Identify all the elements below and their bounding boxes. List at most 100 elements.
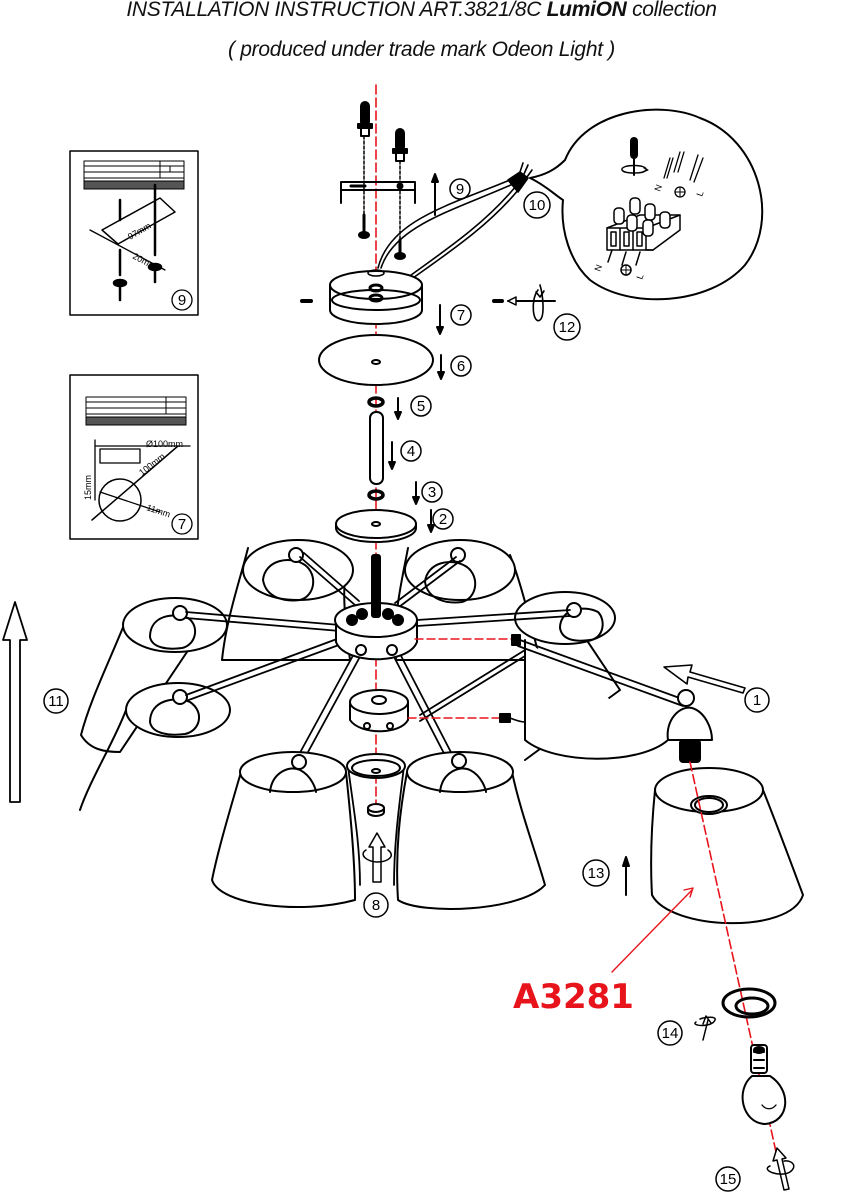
terminal-label-n: N [592,263,604,273]
screwdriver-icon [621,137,649,176]
rotate-arrow-up-icon [362,832,392,883]
lamp-shade-right-body [524,639,669,760]
step-number: 2 [439,511,447,528]
title-prefix: INSTALLATION INSTRUCTION ART.3821/8C [126,0,547,21]
lamp-shade [394,539,541,661]
insert-arrow-icon [663,664,746,694]
lower-hub [349,689,409,733]
lamp-shade [221,539,354,661]
mounting-bracket-group: 9 [340,101,471,260]
lamp-holder-socket [666,689,713,763]
step-number: 3 [428,484,436,501]
connection-tube [369,411,384,485]
step-1-badge: 1 [744,687,770,713]
lamp-shade [79,682,231,811]
step-number: 13 [588,865,605,882]
bulb-axis-line [689,761,781,1171]
step-8-badge: 8 [363,892,389,918]
chandelier-body: 8 [79,539,713,918]
step-number: 15 [720,1171,737,1188]
canopy [329,269,423,325]
washer-bottom [367,489,385,501]
detached-lamp-shade [650,767,804,925]
wire-label-n: N [652,183,664,193]
step-number: 6 [457,358,465,375]
step-10-badge: 10 [523,191,551,219]
step-7-badge: 7 [450,304,472,326]
wall-plug-icon [357,101,373,216]
wire-ends-icon [663,151,704,198]
washer-top [367,396,385,408]
rotate-arrow-up-icon [766,1147,795,1191]
step-number: 12 [559,319,576,336]
center-hub [334,554,418,661]
arrow-down-icon [427,509,435,533]
step-9-inset-badge: 9 [171,289,193,311]
step-number: 4 [407,443,415,460]
screw-icon [358,213,370,239]
wire-label-l: L [694,190,705,198]
article-leader-line [611,889,693,973]
rotate-screw-icon [694,1015,716,1041]
inset-canopy-mounting: Ø100mm 100mm 15mm 11mm 7 [69,374,199,540]
brand-name: LumiON [546,0,627,21]
step-6-badge: 6 [450,355,472,377]
rotate-icon [532,284,545,322]
screw-icon [394,238,406,260]
canopy-disc [318,334,434,386]
step-3-badge: 3 [421,481,443,503]
arrow-up-icon [622,856,630,896]
step-number: 11 [48,693,64,710]
step-number: 8 [372,897,380,914]
ceiling-section-icon [83,160,185,190]
shade-ring [721,987,777,1019]
arrow-down-icon [436,304,444,335]
step-number: 7 [457,307,465,324]
step-7-inset-badge: 7 [171,513,193,535]
raise-arrow-icon [2,601,28,803]
instruction-subtitle: ( produced under trade mark Odeon Light … [228,38,615,61]
title-suffix: collection [626,0,717,21]
ceiling-section-icon [85,396,187,426]
terminal-label-l: L [634,273,645,281]
step-number: 1 [753,692,761,709]
top-plate [335,509,417,543]
step-number: 10 [529,197,546,214]
step-9-badge: 9 [449,178,471,200]
inset-bracket-mounting: 97mm 20mm 9 [69,150,199,316]
step-12-badge: 12 [553,313,581,341]
arrow-down-icon [412,481,420,505]
step-number: 7 [178,516,186,533]
arrow-up-icon [431,173,439,216]
step-number: 14 [662,1025,679,1042]
lamp-shade [396,751,546,910]
dimension-offset: 15mm [83,475,93,500]
step-number: 9 [456,181,464,198]
step-number: 5 [417,398,425,415]
arrow-down-icon [437,354,445,380]
wall-plug-icon [392,128,408,246]
arrow-down-icon [394,397,402,420]
step-15-badge: 15 [715,1166,741,1192]
step-number: 9 [178,292,186,309]
dimension-diameter: Ø100mm [146,439,183,449]
step-5-badge: 5 [410,395,432,417]
arrow-down-icon [388,441,396,470]
light-bulb-icon [741,1044,787,1125]
step-14-badge: 14 [657,1020,683,1046]
instruction-title: INSTALLATION INSTRUCTION ART.3821/8C Lum… [0,0,843,22]
step-11-badge: 11 [43,688,69,714]
finial-cup [346,753,406,886]
canopy-screw-right-icon [492,296,556,306]
power-wires [377,162,533,295]
step-13-badge: 13 [582,859,610,887]
wiring-detail-bubble: N L N L [529,108,764,301]
step-4-badge: 4 [400,440,422,462]
article-number-label: A3281 [513,977,634,1017]
step-2-badge: 2 [432,508,454,530]
screw-icon [112,183,163,302]
mount-bracket [340,181,416,204]
lamp-shade [211,751,356,909]
chandelier-arms [185,552,686,764]
